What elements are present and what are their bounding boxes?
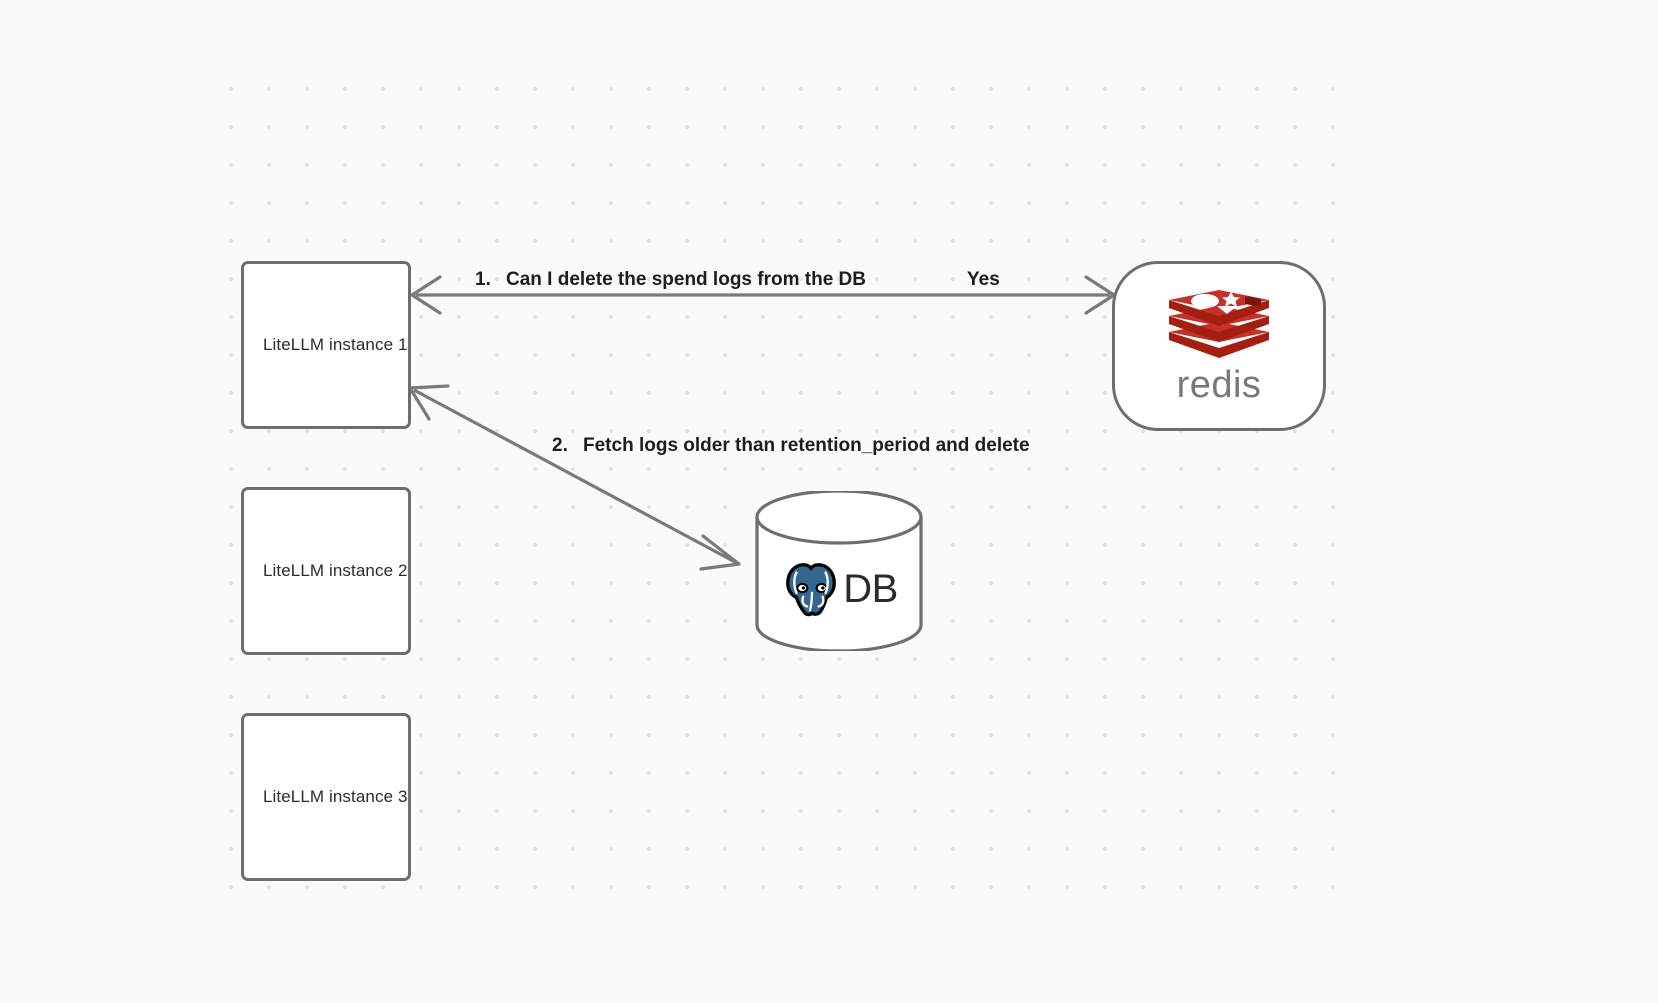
redis-stack-icon bbox=[1169, 290, 1269, 358]
node-redis[interactable]: redis bbox=[1112, 261, 1326, 431]
node-litellm-instance-1[interactable]: LiteLLM instance 1 bbox=[241, 261, 411, 429]
postgresql-elephant-icon bbox=[786, 563, 837, 617]
node-litellm-instance-3-label: LiteLLM instance 3 bbox=[263, 787, 408, 806]
edge-label-step1-number: 1. bbox=[475, 269, 491, 290]
node-litellm-instance-2[interactable]: LiteLLM instance 2 bbox=[241, 487, 411, 655]
node-litellm-instance-1-label: LiteLLM instance 1 bbox=[263, 335, 408, 354]
svg-text:redis: redis bbox=[1177, 366, 1262, 406]
node-database[interactable]: DB bbox=[753, 491, 925, 651]
edge-label-step2-question: Fetch logs older than retention_period a… bbox=[583, 435, 1030, 456]
redis-wordmark: redis bbox=[1177, 366, 1262, 406]
edge-label-step2-number: 2. bbox=[552, 435, 568, 456]
node-litellm-instance-3[interactable]: LiteLLM instance 3 bbox=[241, 713, 411, 881]
edge-label-step1-question: Can I delete the spend logs from the DB bbox=[506, 269, 866, 290]
edge-litellm1-database[interactable] bbox=[408, 384, 741, 571]
database-label: DB bbox=[843, 566, 898, 611]
database-logo-group: DB bbox=[753, 491, 925, 651]
database-cylinder-shape bbox=[755, 491, 923, 651]
edge-label-step1-answer: Yes bbox=[967, 269, 1000, 290]
node-litellm-instance-2-label: LiteLLM instance 2 bbox=[263, 561, 408, 580]
